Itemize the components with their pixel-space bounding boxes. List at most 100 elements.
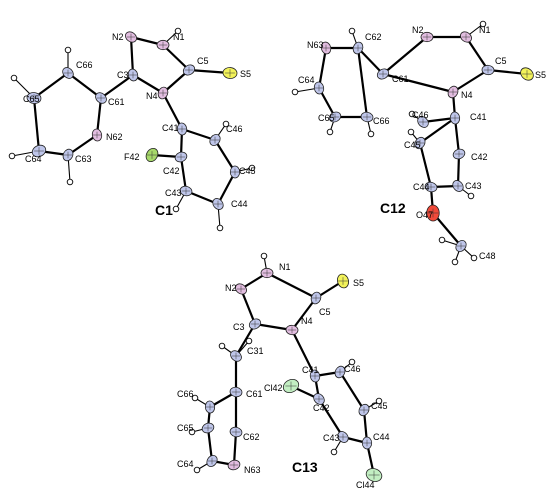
- atom-label: N1: [279, 262, 291, 272]
- bond: [161, 91, 184, 131]
- atom-label: C45: [371, 401, 388, 411]
- bond: [356, 46, 369, 119]
- atom-label: N1: [479, 25, 491, 35]
- atom-label: C66: [177, 389, 194, 399]
- atom-label: C64: [298, 75, 315, 85]
- hydrogen-atom: [218, 342, 226, 350]
- hydrogen-atom: [407, 128, 415, 136]
- hydrogen-atom: [438, 236, 446, 244]
- hydrogen-atom: [375, 397, 383, 405]
- hydrogen-atom: [367, 130, 375, 138]
- atom-label: C43: [323, 433, 340, 443]
- atom-label: C43: [165, 188, 182, 198]
- hydrogen-atom: [479, 20, 487, 28]
- atom-label: N62: [106, 132, 123, 142]
- bond: [180, 127, 217, 142]
- hydrogen-atom: [64, 46, 72, 54]
- hydrogen-atom: [193, 466, 201, 474]
- compound-title: C12: [380, 200, 406, 216]
- atom-label: N2: [112, 32, 124, 42]
- atom-label: Cl44: [356, 480, 375, 490]
- atom-label: C5: [319, 307, 331, 317]
- atom-label: C65: [177, 423, 194, 433]
- hydrogen-atom: [66, 178, 74, 186]
- bond: [66, 71, 103, 100]
- atom-label: C46: [344, 364, 361, 374]
- hydrogen-atom: [470, 254, 478, 262]
- hydrogen-atom: [330, 448, 338, 456]
- hydrogen-atom: [216, 224, 224, 232]
- hydrogen-atom: [467, 192, 475, 200]
- bond: [232, 430, 238, 467]
- hydrogen-atom: [348, 27, 356, 35]
- hydrogen-atom: [191, 394, 199, 402]
- bond: [213, 138, 237, 174]
- atom-label: N63: [307, 40, 324, 50]
- bond: [179, 155, 188, 193]
- atom-label: C61: [108, 97, 125, 107]
- atom-label: C3: [117, 70, 129, 80]
- atom-label: C46: [226, 124, 243, 134]
- bond: [317, 46, 328, 90]
- bond: [265, 271, 318, 300]
- bond: [239, 287, 257, 326]
- bond: [131, 73, 165, 95]
- atom-label: C61: [392, 74, 409, 84]
- hydrogen-atom: [451, 258, 459, 266]
- bond: [356, 46, 385, 76]
- atom-label: C41: [302, 365, 319, 375]
- atom-label: C45: [239, 166, 256, 176]
- hydrogen-atom: [172, 205, 180, 213]
- atom-label: C3: [233, 322, 245, 332]
- atom-label: F42: [124, 152, 140, 162]
- atom-label: N1: [173, 32, 185, 42]
- bond: [290, 296, 318, 332]
- atom-label: C48: [479, 251, 496, 261]
- atom-label: C5: [495, 56, 507, 66]
- atom-label: N63: [244, 465, 261, 475]
- hydrogen-atom: [188, 428, 196, 436]
- hydrogen-atom: [326, 128, 334, 136]
- hydrogen-atom: [260, 252, 268, 260]
- bond: [381, 35, 429, 76]
- atom-label: C65: [318, 113, 335, 123]
- bond: [32, 96, 41, 153]
- atom-label: S5: [240, 69, 251, 79]
- hydrogen-atom: [348, 358, 356, 366]
- atom-label: N2: [225, 283, 237, 293]
- bond: [464, 35, 490, 72]
- bond: [129, 35, 135, 77]
- atom-label: C44: [413, 182, 430, 192]
- atom-label: C42: [163, 166, 180, 176]
- atom-label: C66: [76, 60, 93, 70]
- atom-label: C31: [247, 346, 264, 356]
- atom-label: C42: [313, 403, 330, 413]
- atom-label: Cl42: [264, 383, 283, 393]
- atom-label: C43: [465, 181, 482, 191]
- bond: [418, 116, 457, 145]
- atom-label: C5: [197, 56, 209, 66]
- bond: [451, 68, 490, 94]
- atom-label: C44: [373, 432, 390, 442]
- hydrogen-atom: [10, 74, 18, 82]
- atom-label: C45: [404, 140, 421, 150]
- bond: [32, 71, 70, 100]
- atom-label: C62: [365, 32, 382, 42]
- atom-label: C64: [177, 459, 194, 469]
- bond: [290, 328, 317, 378]
- compound-title: C1: [155, 202, 173, 218]
- molecule-c1: N1N2C3N4C5S5C61N62C63C64C65C66C41F42C42C…: [8, 27, 256, 232]
- hydrogen-atom: [408, 110, 416, 118]
- hydrogen-atom: [222, 120, 230, 128]
- atom-label: C63: [75, 154, 92, 164]
- atom-label: N2: [412, 25, 424, 35]
- hydrogen-atom: [174, 27, 182, 35]
- bond: [418, 141, 433, 189]
- compound-title: C13: [292, 459, 318, 475]
- atom-label: C41: [470, 112, 487, 122]
- atom-label: C62: [243, 432, 260, 442]
- atom-label: C41: [162, 123, 179, 133]
